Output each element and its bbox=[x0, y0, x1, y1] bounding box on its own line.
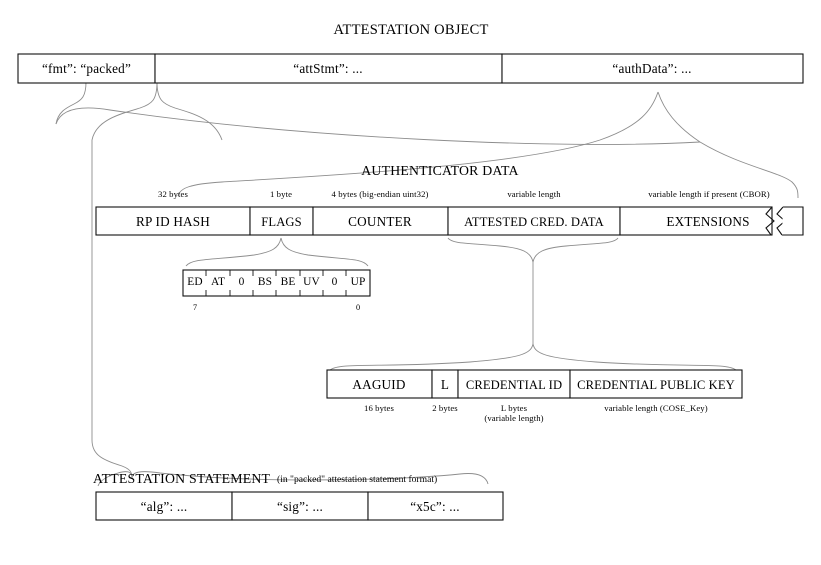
box-label-extensions: EXTENSIONS bbox=[666, 214, 750, 229]
box-extensions-tail bbox=[782, 206, 804, 236]
brace-attstmt-to-statement bbox=[91, 81, 158, 479]
brace-authdata-peak-right bbox=[657, 91, 799, 199]
box-label-rpidhash: RP ID HASH bbox=[135, 214, 211, 229]
box-rpidhash bbox=[95, 206, 251, 236]
box-label-aaguid: AAGUID bbox=[352, 377, 406, 392]
flag-bit-uv: UV bbox=[303, 276, 320, 288]
flag-bit-at: AT bbox=[210, 276, 226, 288]
annot-attested-cred-data-size: variable length bbox=[507, 189, 561, 199]
flag-bit-bs: BS bbox=[257, 276, 273, 288]
brace-flags-peak-right bbox=[280, 237, 369, 267]
box-flag-bits bbox=[182, 269, 371, 297]
box-extensions bbox=[619, 206, 773, 236]
box-fmt bbox=[17, 53, 156, 84]
brace-authdata-upper-sweep bbox=[55, 107, 701, 145]
box-label-credential-id: CREDENTIAL ID bbox=[465, 377, 563, 392]
brace-authdata-peak-left bbox=[177, 91, 659, 197]
annot-l-size: 2 bytes bbox=[432, 403, 458, 413]
annot-credential-id-size: L bytes bbox=[500, 403, 528, 413]
bit-ticks bbox=[205, 270, 347, 296]
box-label-alg: “alg”: ... bbox=[140, 499, 188, 514]
brace-flags-peak bbox=[185, 237, 282, 267]
box-attested-cred-data bbox=[447, 206, 621, 236]
box-label-counter: COUNTER bbox=[348, 214, 412, 229]
box-credential-public-key bbox=[569, 369, 743, 399]
brace-fmt-hook bbox=[55, 81, 87, 125]
box-counter bbox=[312, 206, 449, 236]
box-label-authdata: “authData”: ... bbox=[612, 61, 692, 76]
brace-acd-bottom-left bbox=[329, 343, 534, 371]
box-credential-id bbox=[457, 369, 571, 399]
box-authdata bbox=[501, 53, 804, 84]
box-label-fmt: “fmt”: “packed” bbox=[41, 61, 132, 76]
brace-acd-top-right bbox=[532, 237, 619, 263]
box-x5c bbox=[367, 491, 504, 521]
flag-bit-zero-5: 0 bbox=[238, 276, 245, 288]
annot-aaguid-size: 16 bytes bbox=[364, 403, 394, 413]
box-label-x5c: “x5c”: ... bbox=[410, 499, 460, 514]
annot-extensions-size: variable length if present (CBOR) bbox=[648, 189, 770, 199]
box-label-sig: “sig”: ... bbox=[277, 499, 323, 514]
flag-bit-index-lsb: 0 bbox=[355, 303, 361, 312]
box-flags bbox=[249, 206, 314, 236]
box-label-attstmt: “attStmt”: ... bbox=[293, 61, 363, 76]
annot-flags-size: 1 byte bbox=[269, 189, 293, 199]
box-label-l: L bbox=[440, 377, 450, 392]
flag-bit-ed: ED bbox=[187, 276, 203, 288]
annot-rpidhash-size: 32 bytes bbox=[158, 189, 188, 199]
flag-bit-up: UP bbox=[350, 276, 366, 288]
flag-bit-be: BE bbox=[280, 276, 296, 288]
brace-statement-fan-right bbox=[131, 471, 489, 485]
brace-statement-fan-left bbox=[97, 471, 133, 487]
brace-acd-top-left bbox=[447, 237, 534, 263]
authenticator-data-title: AUTHENTICATOR DATA bbox=[361, 163, 519, 178]
attestation-statement-note: (in "packed" attestation statement forma… bbox=[277, 474, 438, 485]
box-label-attested-cred-data: ATTESTED CRED. DATA bbox=[464, 214, 604, 229]
box-label-credential-public-key: CREDENTIAL PUBLIC KEY bbox=[577, 377, 735, 392]
annot-credential-id-size2: (variable length) bbox=[484, 413, 544, 423]
annot-credential-public-key-size: variable length (COSE_Key) bbox=[604, 403, 708, 413]
box-l bbox=[431, 369, 459, 399]
page-title: ATTESTATION OBJECT bbox=[333, 22, 489, 38]
annot-counter-size: 4 bytes (big-endian uint32) bbox=[331, 189, 429, 199]
flag-bit-index-msb: 7 bbox=[192, 303, 198, 312]
attestation-statement-title: ATTESTATION STATEMENT bbox=[93, 471, 271, 486]
box-aaguid bbox=[326, 369, 433, 399]
box-label-flags: FLAGS bbox=[261, 214, 302, 229]
flag-bit-zero-1: 0 bbox=[331, 276, 338, 288]
brace-acd-bottom-right bbox=[532, 343, 737, 371]
box-sig bbox=[231, 491, 369, 521]
brace-attstmt-peak bbox=[156, 81, 223, 141]
